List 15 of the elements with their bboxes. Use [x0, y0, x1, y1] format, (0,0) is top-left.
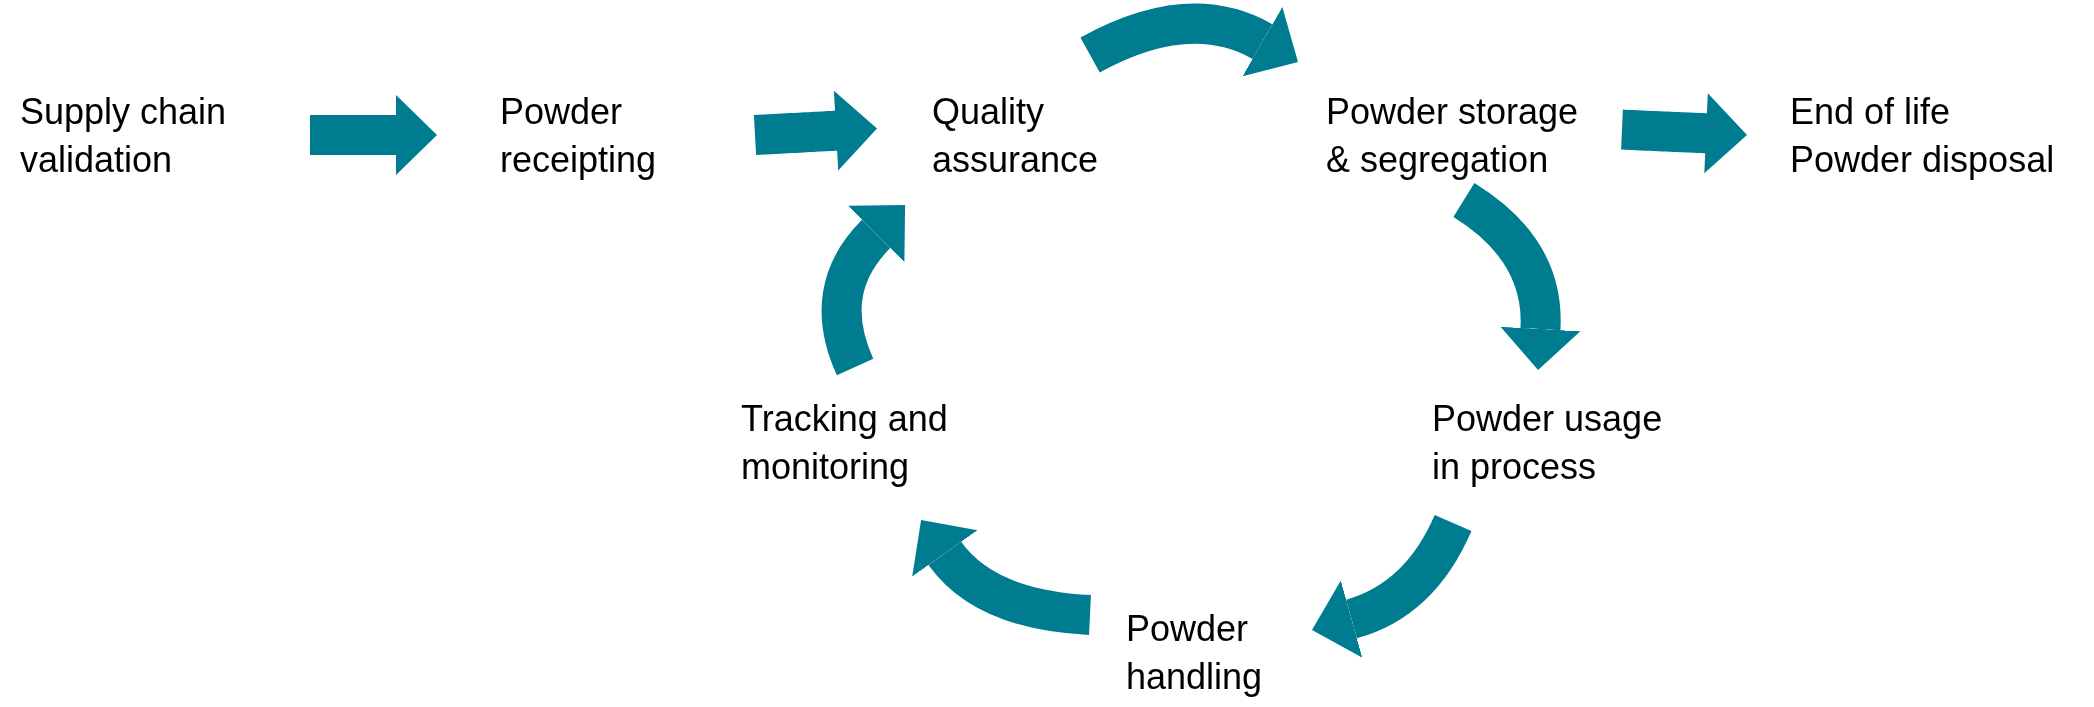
step-label: Powder handling — [1126, 607, 1264, 699]
step-label: Quality assurance — [932, 90, 1100, 182]
block-arrow — [821, 203, 906, 375]
step-label: Powder usage in process — [1432, 397, 1664, 489]
block-arrow — [1312, 514, 1472, 658]
step-label: Powder storage & segregation — [1326, 90, 1580, 182]
step-label: Tracking and monitoring — [741, 397, 949, 489]
block-arrow — [1080, 3, 1299, 78]
step-label: Supply chain validation — [20, 90, 228, 182]
block-arrow — [1621, 93, 1747, 174]
step-label: End of life Powder disposal — [1790, 90, 2056, 182]
block-arrow — [753, 90, 877, 171]
block-arrow — [1452, 183, 1581, 371]
block-arrow — [310, 95, 437, 175]
step-label: Powder receipting — [500, 90, 658, 182]
